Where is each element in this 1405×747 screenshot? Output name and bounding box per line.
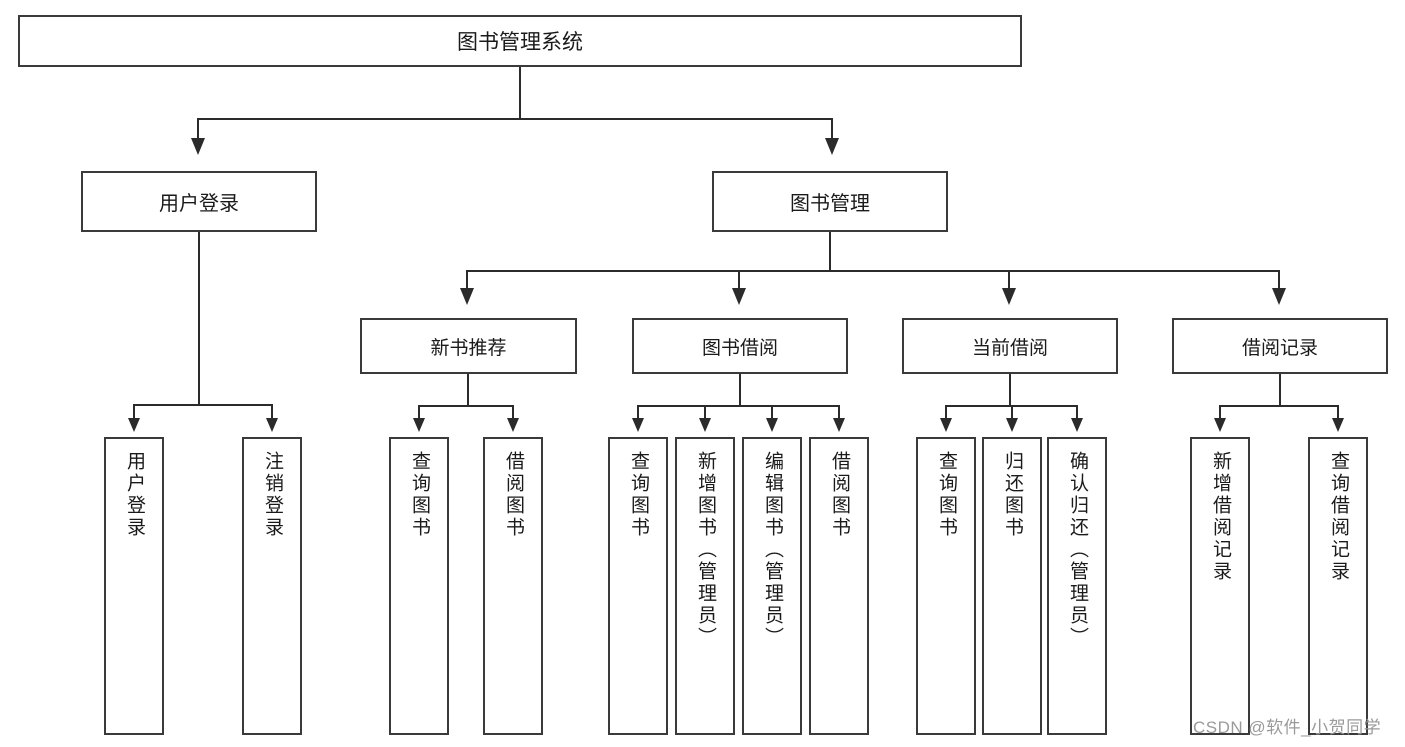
edge-borrow-drop-1 [637, 405, 639, 420]
leaf-add-borrow-record[interactable]: 新增借阅记录 [1190, 437, 1250, 735]
arrow-to-leaf-user-login [128, 418, 140, 432]
leaf-logout[interactable]: 注销登录 [242, 437, 302, 735]
arrow-to-current-borrow [1002, 288, 1016, 305]
leaf-label: 用户登录 [123, 451, 145, 539]
arrow-to-leaf-logout [266, 418, 278, 432]
edge-user-login-stem [198, 232, 200, 405]
leaf-label: 注销登录 [261, 451, 283, 539]
edge-level2-drop-2 [831, 118, 833, 140]
arrow-to-book-manage [825, 138, 839, 155]
node-label: 新书推荐 [430, 337, 507, 359]
node-new-book-recommend[interactable]: 新书推荐 [360, 318, 577, 374]
leaf-borrow-book[interactable]: 借阅图书 [809, 437, 869, 735]
edge-borrow-drop-2 [704, 405, 706, 420]
node-label: 借阅记录 [1241, 337, 1318, 359]
node-label: 图书管理系统 [457, 31, 583, 54]
edge-user-login-drop-1 [133, 404, 135, 420]
leaf-confirm-return-admin[interactable]: 确认归还（管理员） [1047, 437, 1107, 735]
leaf-query-book-current[interactable]: 查询图书 [916, 437, 976, 735]
leaf-label: 归还图书 [1001, 451, 1023, 539]
leaf-edit-book-admin[interactable]: 编辑图书（管理员） [742, 437, 802, 735]
leaf-label: 借阅图书 [502, 451, 524, 539]
leaf-label: 新增图书（管理员） [694, 451, 716, 649]
edge-level2-bus [197, 118, 833, 120]
node-user-login[interactable]: 用户登录 [81, 171, 317, 232]
arrow-to-leaf-add-record [1214, 418, 1226, 432]
leaf-borrow-book-recommend[interactable]: 借阅图书 [483, 437, 543, 735]
edge-recommend-drop-2 [512, 405, 514, 420]
leaf-query-borrow-record[interactable]: 查询借阅记录 [1308, 437, 1368, 735]
node-label: 图书管理 [790, 193, 870, 215]
arrow-to-leaf-add-book [699, 418, 711, 432]
node-borrow-record[interactable]: 借阅记录 [1172, 318, 1388, 374]
leaf-label: 确认归还（管理员） [1066, 451, 1088, 649]
arrow-to-leaf-edit-book [766, 418, 778, 432]
edge-recommend-bus [418, 405, 514, 407]
leaf-label: 查询图书 [935, 451, 957, 539]
edge-current-drop-2 [1011, 405, 1013, 420]
node-root-system[interactable]: 图书管理系统 [18, 15, 1022, 67]
arrow-to-book-borrow [732, 288, 746, 305]
edge-borrow-drop-4 [838, 405, 840, 420]
edge-level3-drop-4 [1278, 270, 1280, 290]
arrow-to-leaf-confirm-return [1071, 418, 1083, 432]
arrow-to-leaf-query-book-1 [413, 418, 425, 432]
arrow-to-user-login [191, 138, 205, 155]
watermark-text: CSDN @软件_小贺同学 [1193, 718, 1382, 737]
node-book-borrow[interactable]: 图书借阅 [632, 318, 848, 374]
leaf-add-book-admin[interactable]: 新增图书（管理员） [675, 437, 735, 735]
edge-user-login-bus [133, 404, 272, 406]
edge-recommend-drop-1 [418, 405, 420, 420]
edge-level3-drop-2 [738, 270, 740, 290]
edge-book-manage-stem [829, 232, 831, 271]
edge-current-drop-3 [1076, 405, 1078, 420]
arrow-to-borrow-record [1272, 288, 1286, 305]
arrow-to-leaf-borrow-book-1 [507, 418, 519, 432]
edge-borrow-drop-3 [771, 405, 773, 420]
edge-borrow-stem [739, 374, 741, 406]
edge-record-drop-2 [1337, 405, 1339, 420]
leaf-query-book-borrow[interactable]: 查询图书 [608, 437, 668, 735]
leaf-label: 查询借阅记录 [1327, 451, 1349, 583]
edge-level3-drop-1 [466, 270, 468, 290]
arrow-to-leaf-query-record [1332, 418, 1344, 432]
arrow-to-leaf-query-book-2 [632, 418, 644, 432]
node-label: 图书借阅 [701, 337, 778, 359]
edge-recommend-stem [467, 374, 469, 406]
leaf-label: 查询图书 [408, 451, 430, 539]
edge-current-drop-1 [945, 405, 947, 420]
leaf-label: 编辑图书（管理员） [761, 451, 783, 649]
leaf-return-book[interactable]: 归还图书 [982, 437, 1042, 735]
leaf-label: 新增借阅记录 [1209, 451, 1231, 583]
arrow-to-leaf-return-book [1006, 418, 1018, 432]
leaf-user-login[interactable]: 用户登录 [104, 437, 164, 735]
arrow-to-leaf-query-book-3 [940, 418, 952, 432]
edge-level3-bus [466, 270, 1280, 272]
arrow-to-leaf-borrow-book-2 [833, 418, 845, 432]
edge-record-bus [1219, 405, 1339, 407]
edge-level2-drop-1 [197, 118, 199, 140]
edge-level3-drop-3 [1008, 270, 1010, 290]
node-label: 用户登录 [159, 193, 239, 215]
edge-record-drop-1 [1219, 405, 1221, 420]
edge-borrow-bus [637, 405, 840, 407]
edge-record-stem [1279, 374, 1281, 406]
node-book-management[interactable]: 图书管理 [712, 171, 948, 232]
leaf-query-book-recommend[interactable]: 查询图书 [389, 437, 449, 735]
edge-root-stem [519, 67, 521, 119]
edge-user-login-drop-2 [271, 404, 273, 420]
node-label: 当前借阅 [971, 337, 1048, 359]
leaf-label: 查询图书 [627, 451, 649, 539]
edge-current-stem [1009, 374, 1011, 406]
node-current-borrow[interactable]: 当前借阅 [902, 318, 1118, 374]
arrow-to-new-book-recommend [460, 288, 474, 305]
leaf-label: 借阅图书 [828, 451, 850, 539]
